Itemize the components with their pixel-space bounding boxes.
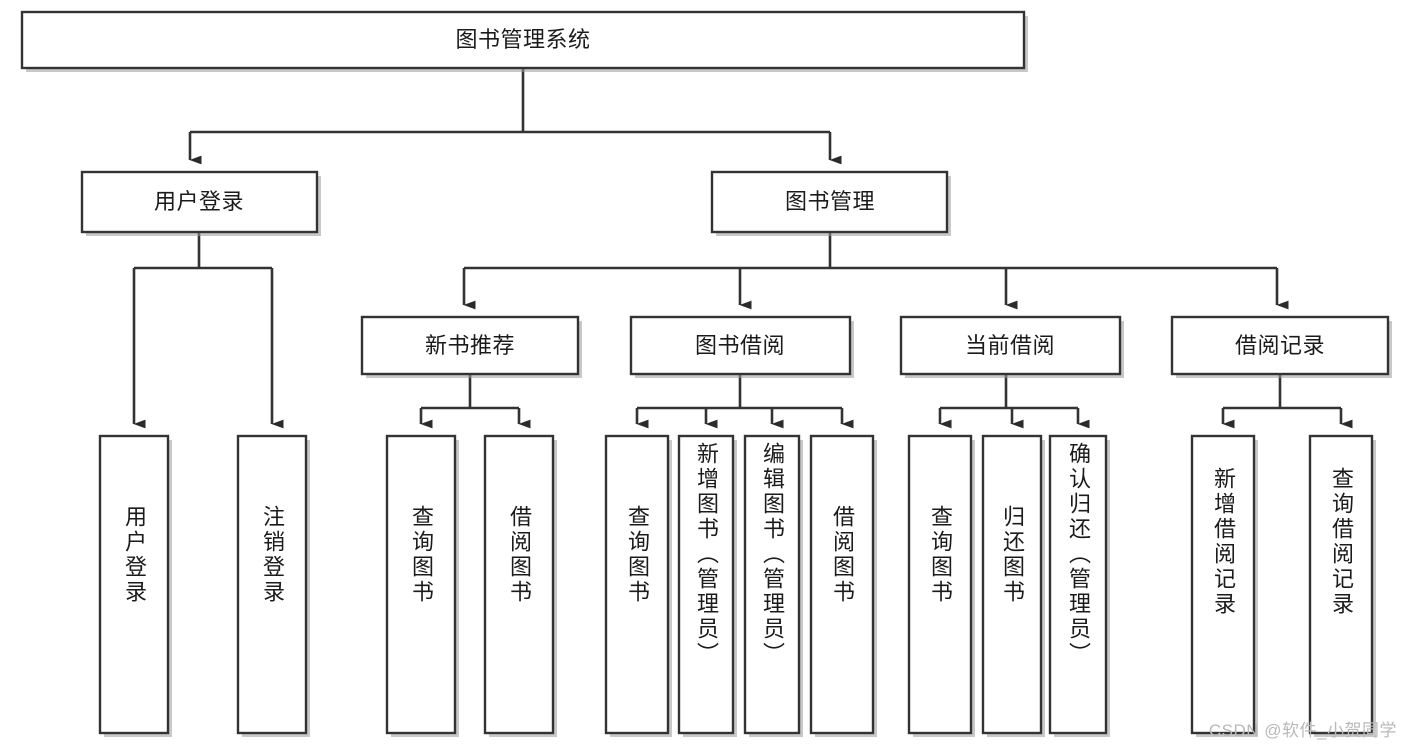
node-root[interactable]: 图书管理系统 [20,10,1028,72]
node-leaf-user-login[interactable] [98,434,172,737]
node-leaf-borrow-book-rec[interactable] [483,434,557,737]
node-box [1170,315,1390,376]
node-leaf-query-book-brw[interactable] [604,434,672,737]
node-book-borrow[interactable]: 图书借阅 [629,315,854,378]
node-leaf-query-record[interactable] [1308,434,1376,737]
node-leaf-confirm-return[interactable] [1048,434,1110,737]
node-box [899,315,1122,376]
node-box [710,170,949,234]
node-box [20,10,1026,70]
node-leaf-query-book-rec[interactable] [385,434,459,737]
leaf-boxes-layer [98,434,1376,737]
node-root-label: 图书管理系统 [455,27,590,52]
node-current-borrow-label: 当前借阅 [965,333,1055,358]
node-leaf-user-logout[interactable] [236,434,310,737]
node-new-book-recommend-label: 新书推荐 [425,333,515,358]
node-book-borrow-label: 图书借阅 [695,333,785,358]
node-leaf-query-book-cur[interactable] [907,434,975,737]
node-new-book-recommend[interactable]: 新书推荐 [360,315,582,378]
node-book-manage[interactable]: 图书管理 [710,170,951,236]
node-leaf-edit-book[interactable] [743,434,803,737]
node-leaf-add-record[interactable] [1190,434,1258,737]
node-box [80,170,319,234]
node-current-borrow[interactable]: 当前借阅 [899,315,1124,378]
node-user-login-label: 用户登录 [154,189,244,214]
node-box [360,315,580,376]
node-leaf-borrow-book-brw[interactable] [809,434,877,737]
node-borrow-record-label: 借阅记录 [1235,333,1325,358]
edges-layer [132,68,1353,429]
node-leaf-add-book[interactable] [677,434,737,737]
node-box [629,315,852,376]
node-book-manage-label: 图书管理 [785,189,875,214]
node-borrow-record[interactable]: 借阅记录 [1170,315,1392,378]
node-user-login[interactable]: 用户登录 [80,170,321,236]
nodes-layer: 图书管理系统 用户登录 图书管理 新书推荐 [20,10,1392,737]
watermark-text: CSDN @软件_小贺同学 [1208,721,1397,740]
node-leaf-return-book[interactable] [981,434,1045,737]
